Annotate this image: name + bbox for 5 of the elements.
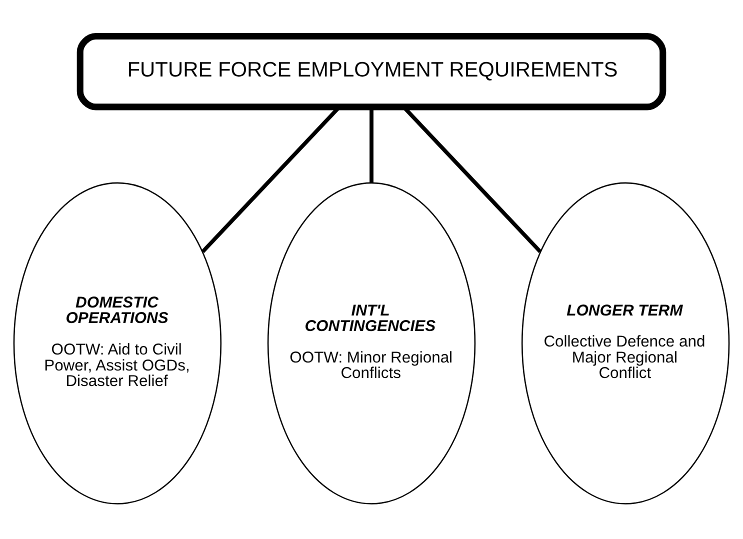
node-ellipse: DOMESTIC OPERATIONS OOTW: Aid to Civil Power, Assist OGDs, Disaster Relief	[13, 182, 222, 504]
node-ellipse: LONGER TERM Collective Defence and Major Regional Conflict	[521, 182, 730, 504]
node-ellipse: INT'L CONTINGENCIES OOTW: Minor Regional Conflicts	[267, 182, 476, 504]
node-box: FUTURE FORCE EMPLOYMENT REQUIREMENTS	[76, 32, 666, 110]
connector	[370, 106, 374, 182]
